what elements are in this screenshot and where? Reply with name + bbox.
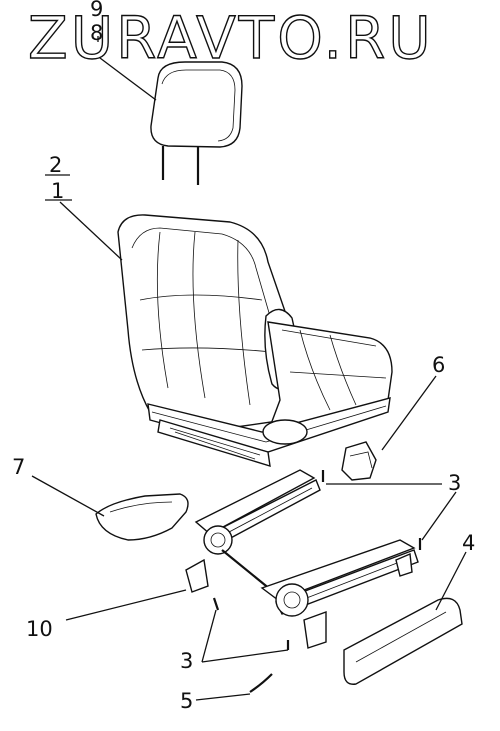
- side-panel-part-4: [343, 597, 463, 685]
- watermark-text: ZURAVTO.RU: [28, 4, 434, 72]
- callout-10: 10: [26, 617, 53, 641]
- seat-assembly: [117, 214, 393, 467]
- leader-lines: [31, 36, 467, 701]
- callout-2: 2: [49, 153, 62, 177]
- trim-part-7: [95, 493, 189, 541]
- callout-9: 9: [90, 0, 103, 21]
- callout-6: 6: [432, 353, 445, 377]
- callouts: 9 8 2 1 6 7 3 4 10 3 5: [12, 0, 475, 713]
- cover-part-6: [341, 441, 377, 481]
- callout-3-upper: 3: [448, 471, 461, 495]
- callout-4: 4: [462, 531, 475, 555]
- headrest: [150, 61, 243, 185]
- callout-8: 8: [90, 21, 103, 45]
- screws: [212, 470, 422, 650]
- clip-part-5: [249, 673, 273, 693]
- callout-1: 1: [51, 179, 64, 203]
- seat-rails: [185, 469, 419, 649]
- callout-3-lower: 3: [180, 649, 193, 673]
- callout-7: 7: [12, 455, 25, 479]
- callout-5: 5: [180, 689, 193, 713]
